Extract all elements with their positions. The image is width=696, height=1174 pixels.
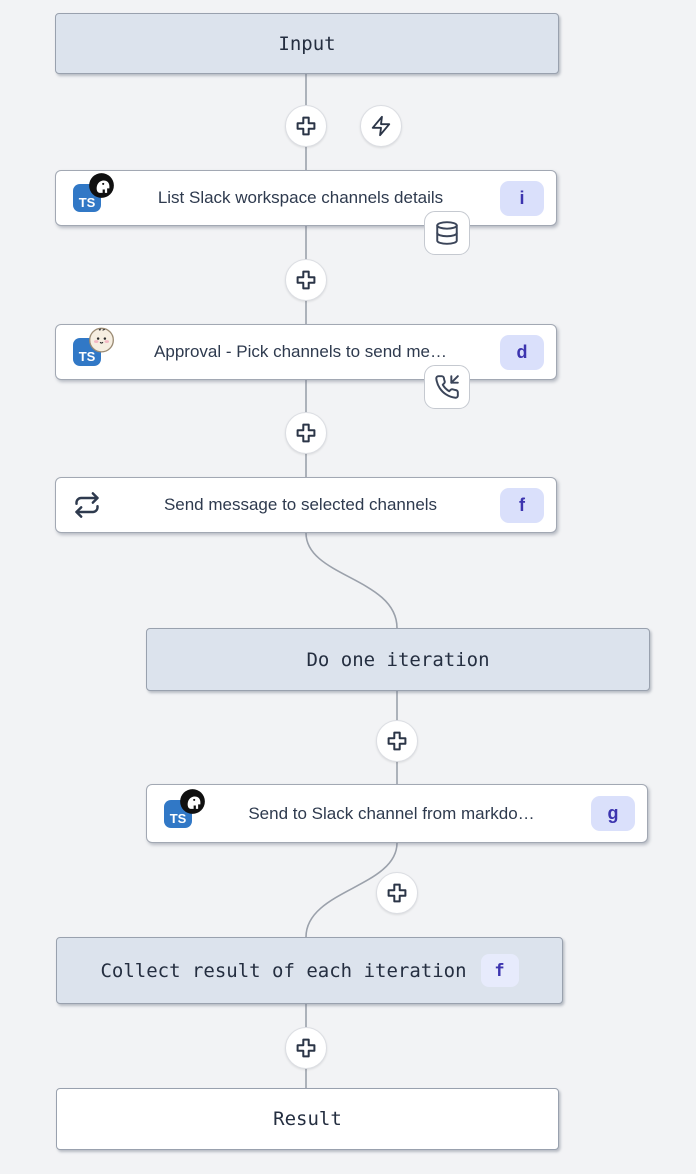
step-id-badge: g bbox=[591, 796, 635, 831]
loop-collect-node[interactable]: Collect result of each iteration f bbox=[56, 937, 563, 1004]
suspend-approval-button[interactable] bbox=[424, 365, 470, 409]
add-trigger-button[interactable] bbox=[360, 105, 402, 147]
insert-step-button-6[interactable] bbox=[285, 1027, 327, 1069]
insert-step-button-5[interactable] bbox=[376, 872, 418, 914]
deno-icon bbox=[180, 788, 205, 814]
step-title: Send message to selected channels bbox=[163, 495, 438, 514]
step-node-send-to-slack-channel[interactable]: TS Send to Slack channel from markdo… g bbox=[146, 784, 648, 843]
repeat-icon bbox=[75, 492, 99, 518]
deno-icon bbox=[89, 173, 114, 198]
insert-step-button-2[interactable] bbox=[285, 259, 327, 301]
step-title: List Slack workspace channels details bbox=[157, 188, 444, 207]
result-node[interactable]: Result bbox=[56, 1088, 559, 1150]
step-id-badge: d bbox=[500, 334, 544, 370]
step-node-approval-pick-channels[interactable]: TS Approval - Pick channels to send me… … bbox=[55, 324, 557, 380]
input-node[interactable]: Input bbox=[55, 13, 559, 74]
typescript-label: TS bbox=[78, 195, 96, 210]
step-node-forloop-send-message[interactable]: Send message to selected channels f bbox=[55, 477, 557, 533]
phone-incoming-icon bbox=[435, 375, 459, 399]
step-title: Approval - Pick channels to send me… bbox=[154, 342, 447, 361]
plus-icon bbox=[296, 423, 316, 443]
insert-step-button-3[interactable] bbox=[285, 412, 327, 454]
step-title: Send to Slack channel from markdo… bbox=[248, 803, 535, 823]
plus-icon bbox=[387, 883, 407, 903]
cache-button[interactable] bbox=[424, 211, 470, 255]
step-id-badge: i bbox=[500, 180, 544, 216]
plus-icon bbox=[296, 1038, 316, 1058]
plus-icon bbox=[387, 731, 407, 751]
step-node-list-slack-channels[interactable]: TS List Slack workspace channels details… bbox=[55, 170, 557, 226]
plus-icon bbox=[296, 270, 316, 290]
plus-icon bbox=[296, 116, 316, 136]
insert-step-button-1[interactable] bbox=[285, 105, 327, 147]
result-node-label: Result bbox=[273, 1108, 342, 1130]
loop-collect-label: Collect result of each iteration bbox=[100, 959, 467, 982]
loop-iteration-node[interactable]: Do one iteration bbox=[146, 628, 650, 691]
database-icon bbox=[436, 221, 458, 245]
insert-step-button-4[interactable] bbox=[376, 720, 418, 762]
typescript-label: TS bbox=[169, 810, 187, 826]
loop-iteration-label: Do one iteration bbox=[306, 648, 490, 671]
input-node-label: Input bbox=[278, 32, 336, 55]
typescript-label: TS bbox=[78, 349, 96, 364]
edge-step4-collect bbox=[305, 842, 398, 938]
step-id-badge: f bbox=[500, 487, 544, 523]
step-id-badge: f bbox=[480, 954, 519, 987]
bun-icon bbox=[89, 327, 114, 353]
edge-step3-loop bbox=[305, 532, 398, 629]
zap-icon bbox=[371, 115, 391, 137]
